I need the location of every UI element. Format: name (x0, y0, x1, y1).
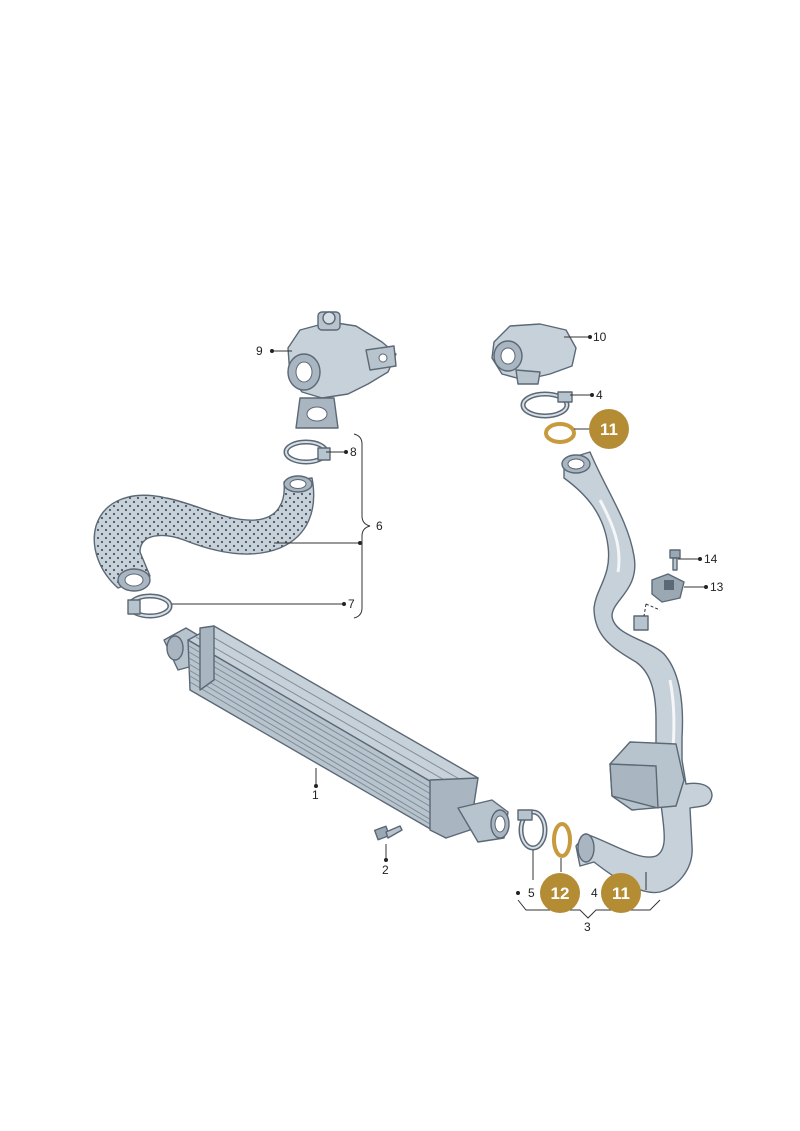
charge-air-hose-left (93, 475, 315, 592)
callout-9: 9 (256, 344, 263, 358)
seal-ring-top (544, 422, 576, 444)
badge-12: 12 (540, 873, 580, 913)
badge-11-bottom: 11 (601, 873, 641, 913)
svg-text:11: 11 (612, 884, 630, 903)
callout-8: 8 (350, 445, 357, 459)
callout-4-bottom: 4 (591, 886, 598, 900)
pressure-sensor-part (651, 573, 685, 603)
intercooler-part (163, 625, 510, 843)
hose-clamp-5 (517, 809, 548, 851)
bolt-14-part (669, 549, 681, 571)
callout-4-top: 4 (596, 388, 603, 402)
hose-clamp-top-right (520, 391, 573, 419)
charge-air-pipe-right (561, 451, 713, 894)
svg-text:12: 12 (551, 884, 570, 903)
callout-1: 1 (312, 788, 319, 802)
callout-6: 6 (376, 519, 383, 533)
throttle-body-part (491, 323, 577, 385)
callout-10: 10 (593, 330, 607, 344)
callout-13: 13 (710, 580, 724, 594)
seal-ring-lower (552, 822, 572, 858)
callout-5: 5 (528, 886, 535, 900)
callout-14: 14 (704, 552, 718, 566)
svg-text:11: 11 (600, 420, 618, 439)
hose-clamp-7 (127, 593, 173, 619)
bolt-2-part (373, 825, 403, 841)
hose-clamp-8 (283, 439, 331, 465)
leader-lines (172, 335, 708, 919)
callout-3: 3 (584, 920, 591, 934)
callout-2: 2 (382, 863, 389, 877)
turbocharger-part (287, 311, 397, 429)
callout-7: 7 (348, 597, 355, 611)
badge-11-top: 11 (589, 409, 629, 449)
